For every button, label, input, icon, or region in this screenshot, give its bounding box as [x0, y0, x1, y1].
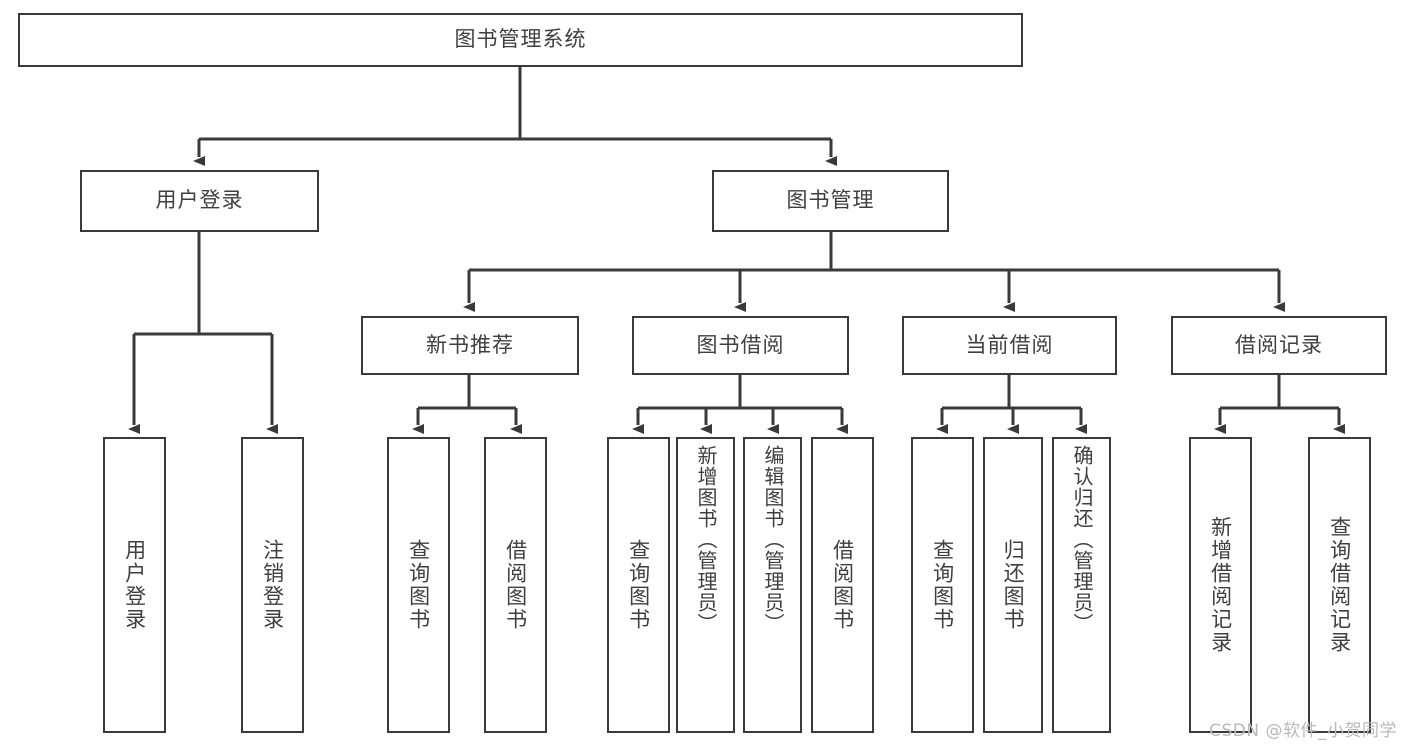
leaf-borrow-book-2[interactable]: 借阅图书	[811, 437, 874, 733]
leaf-borrow-book-2-label: 借阅图书	[830, 539, 855, 631]
node-borrow-record[interactable]: 借阅记录	[1171, 316, 1387, 375]
node-new-book-rec-label: 新书推荐	[426, 332, 514, 357]
leaf-user-login-label: 用户登录	[122, 539, 147, 631]
node-new-book-rec[interactable]: 新书推荐	[361, 316, 579, 375]
node-root[interactable]: 图书管理系统	[18, 13, 1023, 67]
leaf-return-book-label: 归还图书	[1001, 539, 1026, 631]
leaf-user-logout-label: 注销登录	[260, 539, 285, 631]
leaf-borrow-book-1[interactable]: 借阅图书	[484, 437, 547, 733]
leaf-add-book-label: 新增图书（管理员）	[694, 445, 718, 634]
leaf-add-record-label: 新增借阅记录	[1208, 516, 1233, 654]
node-book-manage[interactable]: 图书管理	[712, 170, 949, 232]
leaf-edit-book[interactable]: 编辑图书（管理员）	[743, 437, 802, 733]
csdn-watermark: CSDN @软件_小贺同学	[1209, 721, 1397, 741]
leaf-query-book-2-label: 查询图书	[626, 539, 651, 631]
leaf-query-book-1-label: 查询图书	[406, 539, 431, 631]
node-book-borrow-label: 图书借阅	[696, 332, 785, 357]
node-borrow-record-label: 借阅记录	[1235, 332, 1323, 357]
leaf-confirm-return-label: 确认归还（管理员）	[1070, 445, 1094, 634]
node-user-login[interactable]: 用户登录	[80, 170, 319, 232]
node-book-manage-label: 图书管理	[786, 188, 875, 213]
node-current-borrow[interactable]: 当前借阅	[902, 316, 1117, 375]
leaf-query-book-3-label: 查询图书	[930, 539, 955, 631]
leaf-query-book-3[interactable]: 查询图书	[911, 437, 974, 733]
leaf-return-book[interactable]: 归还图书	[983, 437, 1043, 733]
leaf-query-record-label: 查询借阅记录	[1327, 516, 1352, 654]
leaf-query-record[interactable]: 查询借阅记录	[1308, 437, 1371, 733]
leaf-add-record[interactable]: 新增借阅记录	[1189, 437, 1252, 733]
leaf-user-logout[interactable]: 注销登录	[241, 437, 304, 733]
leaf-add-book[interactable]: 新增图书（管理员）	[676, 437, 735, 733]
node-current-borrow-label: 当前借阅	[965, 332, 1054, 357]
leaf-borrow-book-1-label: 借阅图书	[503, 539, 528, 631]
leaf-confirm-return[interactable]: 确认归还（管理员）	[1052, 437, 1111, 733]
leaf-query-book-2[interactable]: 查询图书	[607, 437, 670, 733]
node-root-label: 图书管理系统	[454, 27, 587, 52]
leaf-user-login[interactable]: 用户登录	[103, 437, 166, 733]
leaf-edit-book-label: 编辑图书（管理员）	[761, 445, 785, 634]
leaf-query-book-1[interactable]: 查询图书	[387, 437, 450, 733]
node-user-login-label: 用户登录	[155, 188, 244, 213]
node-book-borrow[interactable]: 图书借阅	[632, 316, 849, 375]
